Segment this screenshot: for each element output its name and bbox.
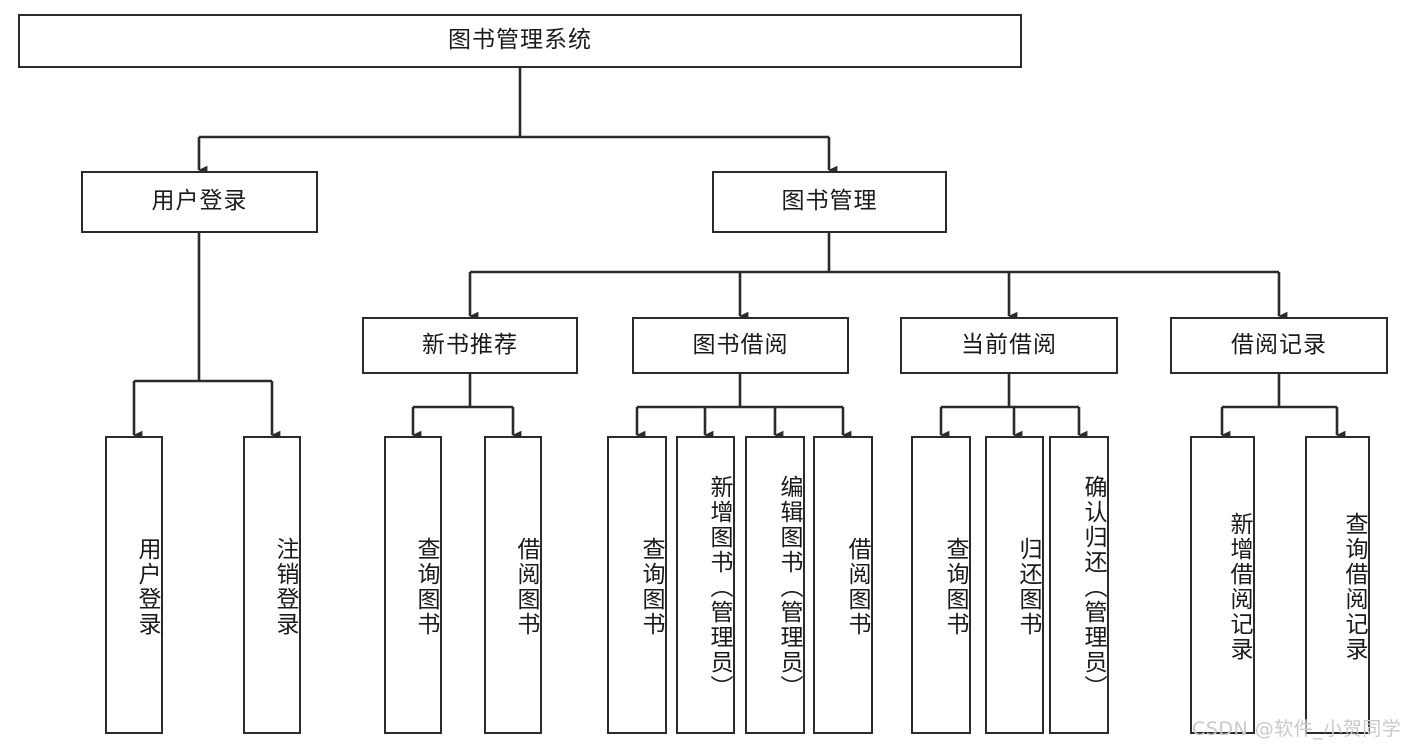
node-current: 当前借阅 (900, 317, 1118, 374)
node-label: 编辑图书（管理员） (776, 474, 802, 700)
node-leaf-new-2: 借阅图书 (484, 436, 542, 734)
node-leaf-bor-1: 查询图书 (607, 436, 667, 734)
node-label: 查询图书 (638, 537, 664, 637)
node-label: 当前借阅 (961, 331, 1057, 358)
node-label: 新书推荐 (422, 331, 518, 358)
node-label: 借阅记录 (1231, 331, 1327, 358)
node-leaf-cur-1: 查询图书 (911, 436, 971, 734)
node-newbook: 新书推荐 (362, 317, 578, 374)
node-leaf-cur-3: 确认归还（管理员） (1049, 436, 1109, 734)
node-label: 新增图书（管理员） (706, 474, 732, 700)
node-label: 查询图书 (413, 537, 439, 637)
node-label: 借阅图书 (513, 537, 539, 637)
node-label: 查询图书 (942, 537, 968, 637)
node-label: 确认归还（管理员） (1080, 474, 1106, 700)
node-leaf-rec-2: 查询借阅记录 (1305, 436, 1370, 734)
node-leaf-login-2: 注销登录 (243, 436, 301, 734)
node-label: 用户登录 (151, 188, 248, 215)
node-bookmgmt: 图书管理 (712, 171, 947, 233)
node-leaf-rec-1: 新增借阅记录 (1190, 436, 1255, 734)
node-leaf-cur-2: 归还图书 (985, 436, 1044, 734)
node-label: 图书管理系统 (448, 27, 592, 54)
node-login: 用户登录 (81, 171, 318, 233)
node-label: 图书管理 (781, 188, 878, 215)
node-leaf-new-1: 查询图书 (384, 436, 442, 734)
node-leaf-bor-2: 新增图书（管理员） (676, 436, 735, 734)
node-label: 用户登录 (134, 537, 160, 637)
node-label: 图书借阅 (692, 331, 789, 358)
node-borrow: 图书借阅 (632, 317, 849, 374)
node-leaf-bor-3: 编辑图书（管理员） (745, 436, 805, 734)
node-label: 查询借阅记录 (1341, 512, 1367, 662)
node-root: 图书管理系统 (18, 14, 1022, 68)
node-label: 新增借阅记录 (1226, 512, 1252, 662)
node-label: 注销登录 (272, 537, 298, 637)
node-label: 借阅图书 (844, 537, 870, 637)
csdn-watermark: CSDN @软件_小贺同学 (1192, 718, 1402, 740)
node-label: 归还图书 (1015, 537, 1041, 637)
node-records: 借阅记录 (1170, 317, 1388, 374)
node-leaf-login-1: 用户登录 (105, 436, 163, 734)
node-leaf-bor-4: 借阅图书 (813, 436, 873, 734)
